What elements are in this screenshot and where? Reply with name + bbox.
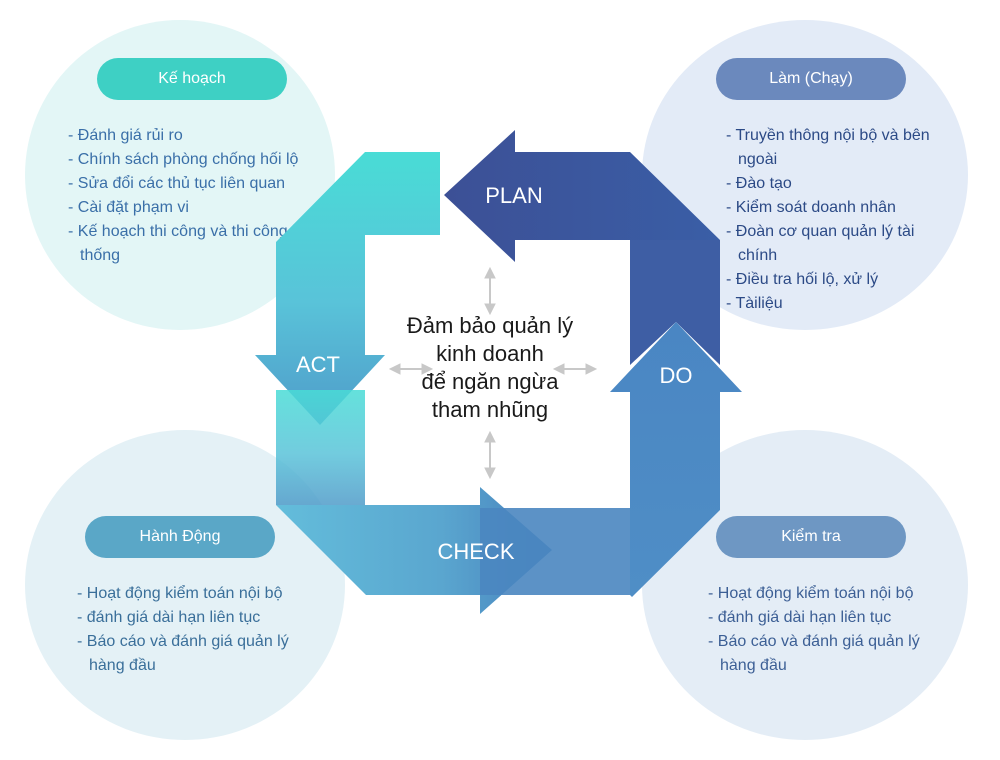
plan-title-pill: Kế hoạch	[97, 58, 287, 100]
plan-item-list: Đánh giá rủi ro Chính sách phòng chống h…	[68, 124, 323, 268]
check-item: đánh giá dài hạn liên tục	[708, 606, 948, 630]
check-item: Hoạt động kiểm toán nội bộ	[708, 582, 948, 606]
act-item: Báo cáo và đánh giá quản lý hàng đầu	[77, 630, 317, 678]
plan-item: Cài đặt phạm vi	[68, 196, 323, 220]
check-tail	[480, 508, 630, 595]
do-title-pill: Làm (Chạy)	[716, 58, 906, 100]
center-line: Đảm bảo quản lý	[406, 313, 574, 338]
plan-item: Chính sách phòng chống hối lộ	[68, 148, 323, 172]
do-label: DO	[660, 363, 693, 388]
do-item: Kiểm soát doanh nhân	[726, 196, 951, 220]
act-item-list: Hoạt động kiểm toán nội bộ đánh giá dài …	[77, 582, 317, 678]
center-line: kinh doanh	[436, 341, 544, 366]
plan-arrow	[444, 130, 720, 262]
act-item: đánh giá dài hạn liên tục	[77, 606, 317, 630]
act-title-pill: Hành Động	[85, 516, 275, 558]
plan-item: Kế hoạch thi công và thi công hệ thống	[68, 220, 323, 268]
check-title-pill: Kiểm tra	[716, 516, 906, 558]
center-statement: Đảm bảo quản lý kinh doanh để ngăn ngừa …	[385, 312, 595, 424]
plan-item: Đánh giá rủi ro	[68, 124, 323, 148]
check-item: Báo cáo và đánh giá quản lý hàng đầu	[708, 630, 948, 678]
center-line: tham nhũng	[431, 397, 549, 422]
do-item: Tàiliệu	[726, 292, 951, 316]
do-arrow	[610, 322, 742, 597]
center-arrows-decoration	[388, 266, 598, 480]
plan-item: Sửa đổi các thủ tục liên quan	[68, 172, 323, 196]
do-item: Đào tạo	[726, 172, 951, 196]
act-item: Hoạt động kiểm toán nội bộ	[77, 582, 317, 606]
plan-label: PLAN	[485, 183, 542, 208]
check-label: CHECK	[437, 539, 514, 564]
do-item: Đoàn cơ quan quản lý tài chính	[726, 220, 951, 268]
act-arrow	[255, 152, 440, 425]
act-stem	[276, 390, 365, 505]
act-label: ACT	[296, 352, 340, 377]
check-item-list: Hoạt động kiểm toán nội bộ đánh giá dài …	[708, 582, 948, 678]
do-item: Điều tra hối lộ, xử lý	[726, 268, 951, 292]
do-item-list: Truyền thông nội bộ và bên ngoài Đào tạo…	[726, 124, 951, 316]
do-item: Truyền thông nội bộ và bên ngoài	[726, 124, 951, 172]
center-line: để ngăn ngừa	[421, 369, 559, 394]
do-stem	[630, 240, 720, 365]
